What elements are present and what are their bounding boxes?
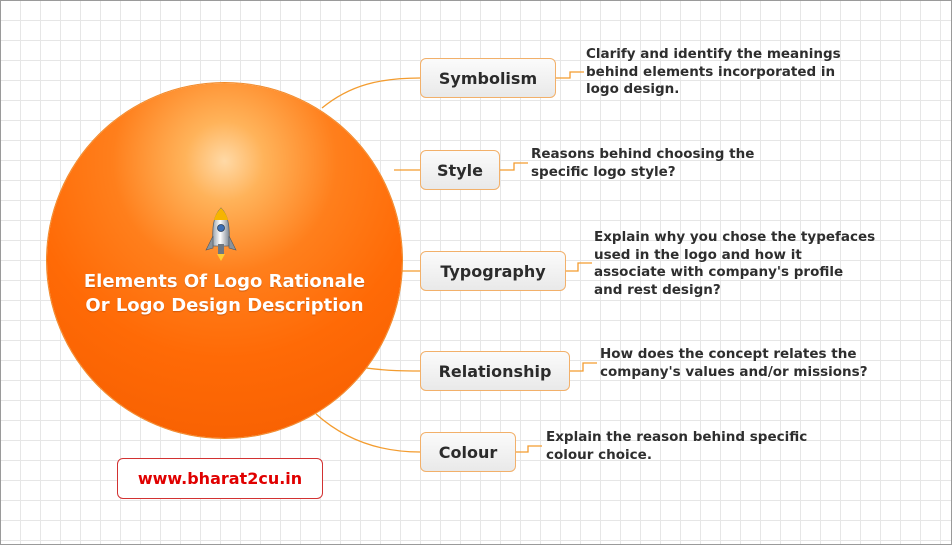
note-connector-relationship — [570, 362, 597, 372]
central-topic-title: Elements Of Logo Rationale Or Logo Desig… — [47, 270, 402, 318]
note-line: logo design. — [586, 81, 680, 97]
note-line: Explain the reason behind specific — [546, 429, 808, 445]
note-connector-typography — [566, 262, 592, 272]
branch-style[interactable]: Style — [420, 150, 500, 190]
note-symbolism: Clarify and identify the meanings behind… — [586, 46, 841, 99]
note-connector-style — [500, 162, 528, 171]
note-line: company's values and/or missions? — [600, 363, 868, 380]
connector-colour — [315, 413, 421, 453]
note-relationship: How does the concept relates the company… — [600, 346, 868, 381]
note-typography: Explain why you chose the typefaces used… — [594, 229, 875, 299]
note-line: colour choice. — [546, 446, 652, 463]
note-line: Reasons behind choosing the — [531, 146, 755, 162]
note-connector-colour — [516, 445, 542, 453]
note-line: Explain why you chose the typefaces — [594, 229, 876, 245]
note-connector-symbolism — [556, 71, 584, 79]
note-line: used in the logo and how it — [594, 246, 802, 263]
connector-relationship — [365, 367, 421, 372]
central-topic[interactable] — [47, 83, 402, 438]
note-style: Reasons behind choosing the specific log… — [531, 146, 754, 181]
note-colour: Explain the reason behind specific colou… — [546, 429, 807, 464]
note-line: Clarify and identify the meanings — [586, 46, 841, 62]
branch-typography[interactable]: Typography — [420, 251, 566, 291]
website-link[interactable]: www.bharat2cu.in — [117, 458, 323, 499]
note-line: specific logo style? — [531, 163, 676, 180]
note-line: and rest design? — [594, 281, 721, 298]
branch-symbolism[interactable]: Symbolism — [420, 58, 556, 98]
branch-colour[interactable]: Colour — [420, 432, 516, 472]
branch-relationship[interactable]: Relationship — [420, 351, 570, 391]
central-title-line2: Or Logo Design Description — [85, 295, 364, 316]
note-line: associate with company's profile — [594, 264, 844, 280]
rocket-icon — [205, 207, 237, 261]
connector-symbolism — [321, 77, 421, 109]
note-line: behind elements incorporated in — [586, 63, 836, 80]
central-title-line1: Elements Of Logo Rationale — [83, 271, 366, 292]
note-line: How does the concept relates the — [600, 346, 857, 362]
